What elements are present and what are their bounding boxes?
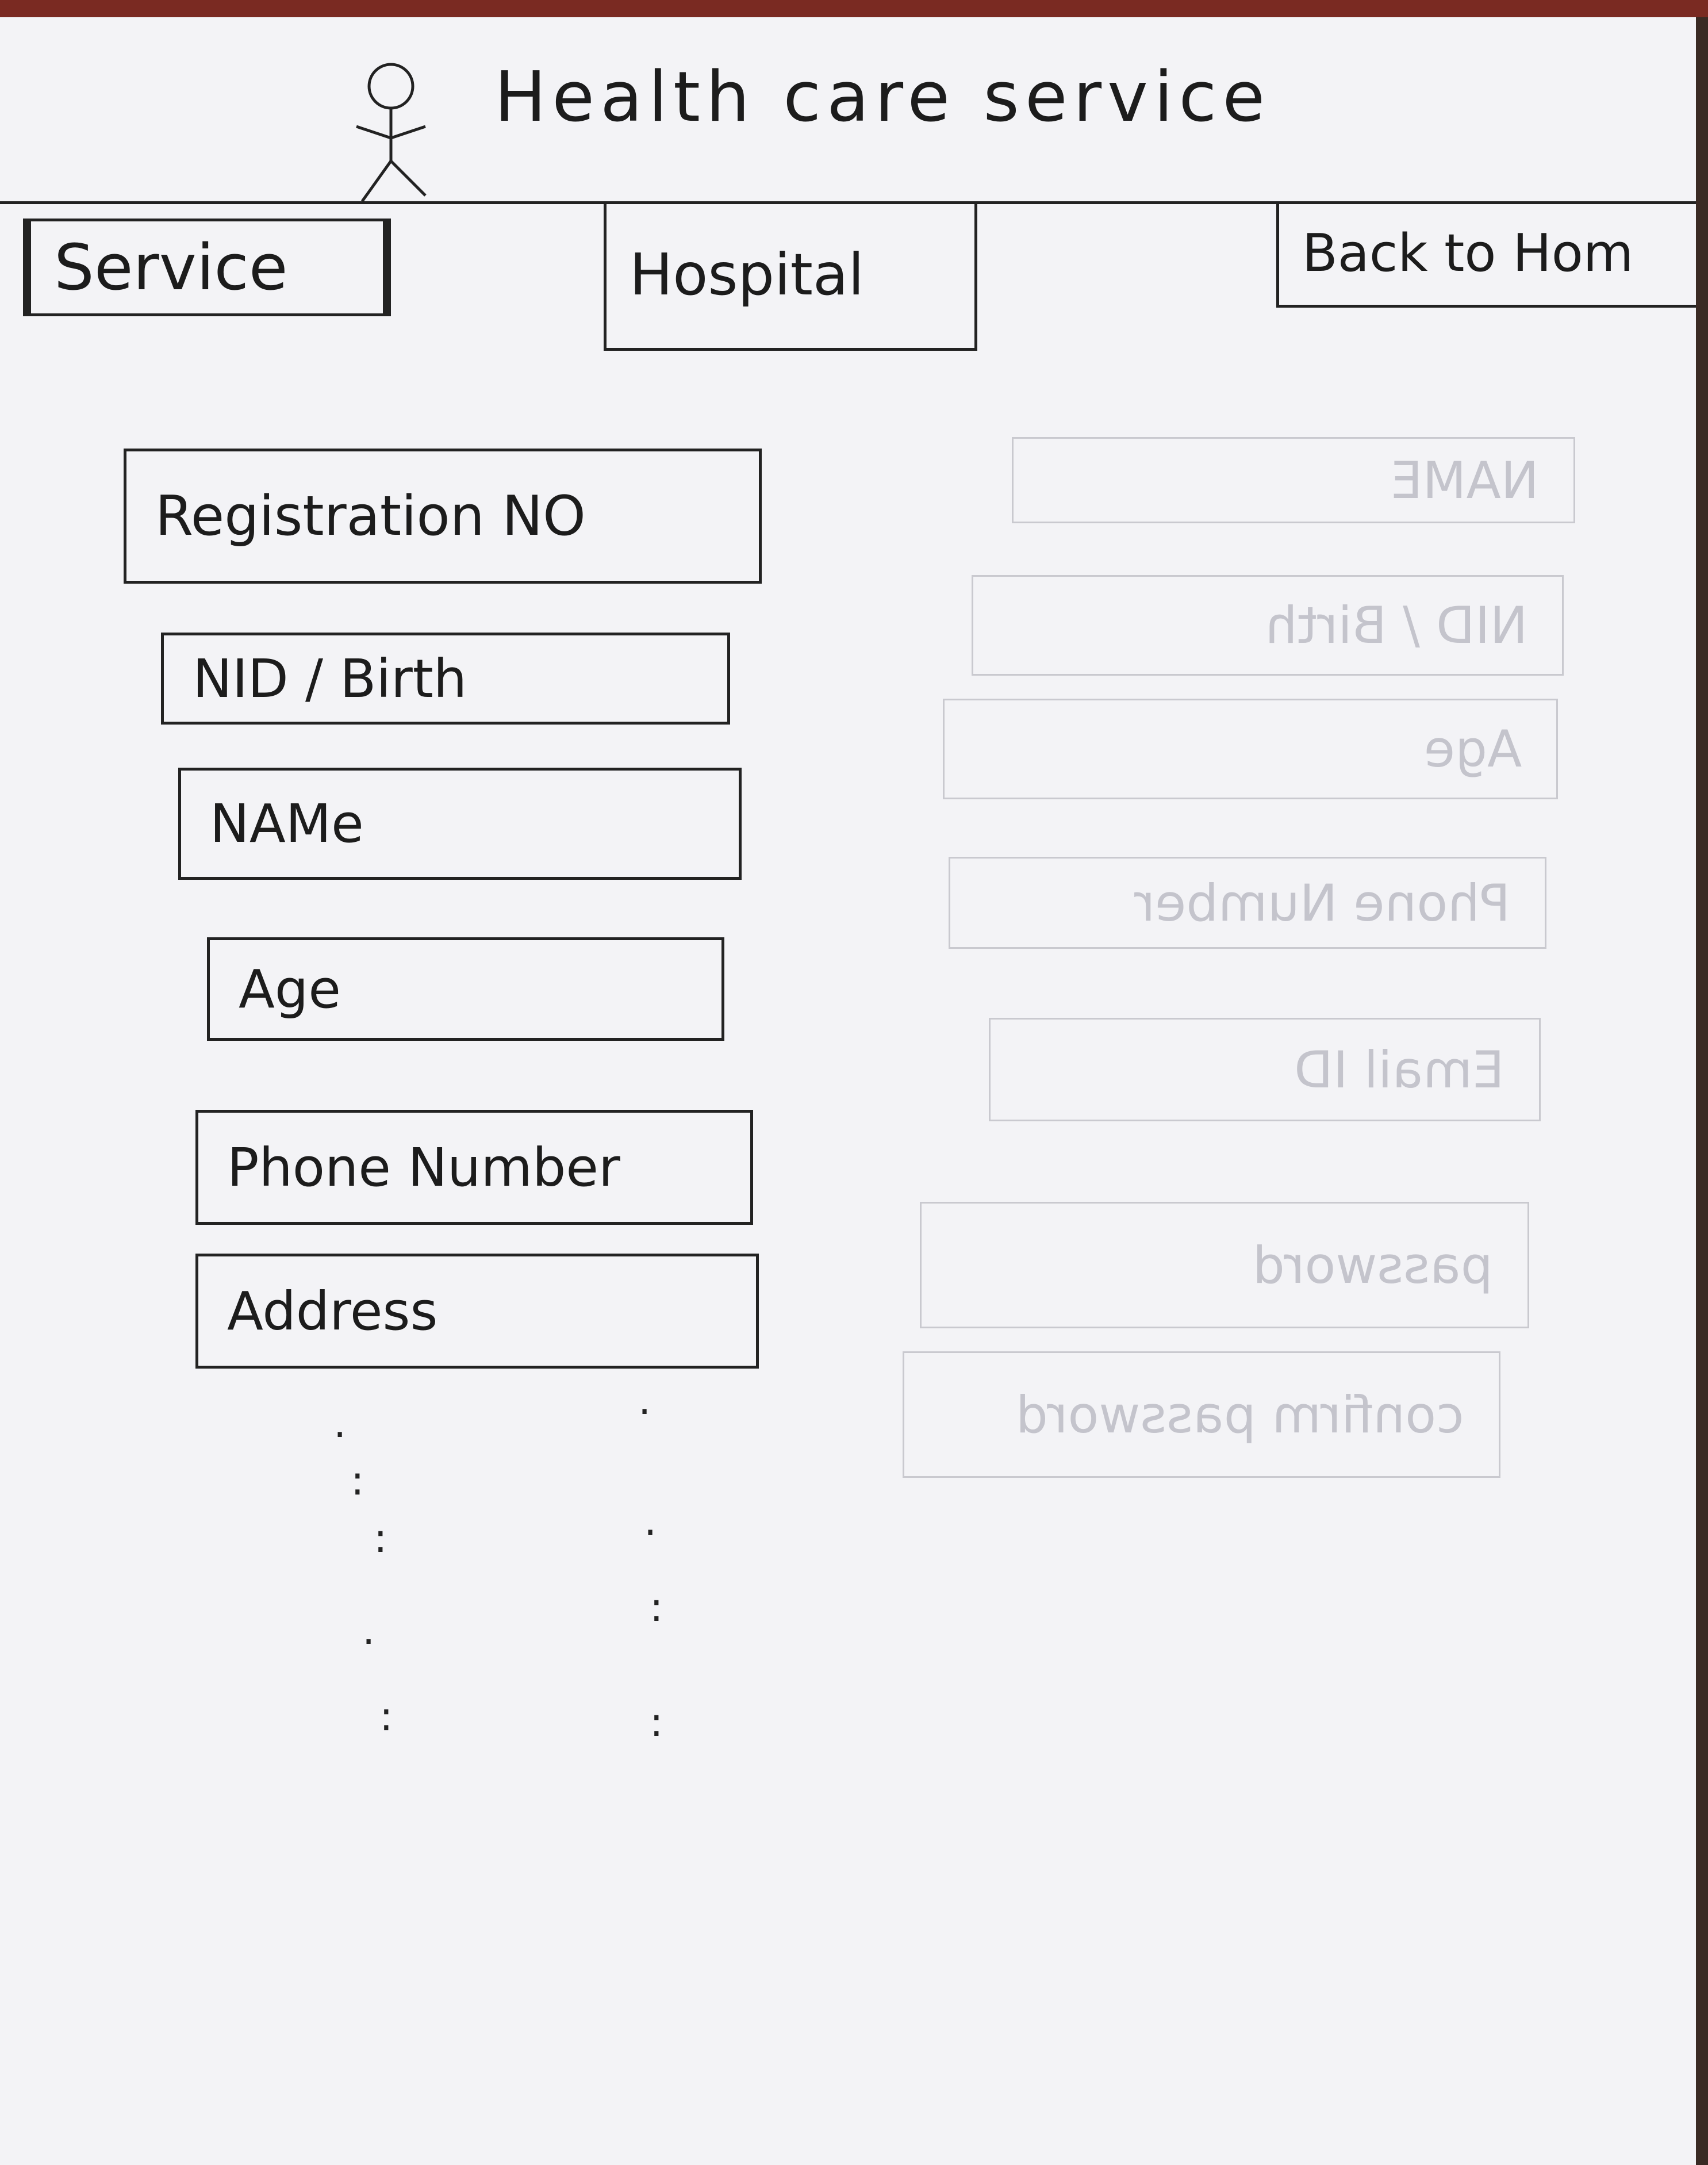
- ghost-age-field: Age: [943, 699, 1558, 799]
- address-field[interactable]: Address: [195, 1254, 759, 1369]
- ghost-label: Email ID: [1294, 1040, 1504, 1099]
- registration-no-field[interactable]: Registration NO: [124, 449, 762, 584]
- continuation-dot: .: [362, 1607, 375, 1654]
- continuation-dot: :: [379, 1693, 393, 1740]
- phone-number-field[interactable]: Phone Number: [195, 1110, 753, 1225]
- ghost-label: NID / Birth: [1265, 596, 1527, 655]
- continuation-dot: :: [650, 1584, 663, 1631]
- continuation-dot: :: [351, 1457, 364, 1504]
- ghost-email-id-field: Email ID: [989, 1018, 1541, 1121]
- ghost-phone-number-field: Phone Number: [949, 857, 1546, 949]
- continuation-dot: .: [644, 1497, 657, 1545]
- ghost-label: confirm password: [1016, 1385, 1464, 1444]
- app-title: Health care service: [494, 58, 1271, 137]
- continuation-dot: .: [333, 1400, 347, 1447]
- continuation-dot: :: [374, 1515, 387, 1562]
- nav-hospital-button[interactable]: Hospital: [604, 201, 977, 351]
- age-field[interactable]: Age: [207, 937, 724, 1041]
- ghost-label: Age: [1423, 719, 1522, 779]
- nav-service-button[interactable]: Service: [23, 219, 391, 316]
- person-stick-figure-icon: [356, 63, 427, 202]
- name-field[interactable]: NAMe: [178, 768, 742, 880]
- ghost-confirm-password-field: confirm password: [903, 1351, 1500, 1478]
- continuation-dot: :: [650, 1699, 663, 1746]
- nav-bar-line: [0, 201, 1696, 204]
- ghost-label: Phone Number: [1134, 873, 1510, 933]
- ghost-nid-birth-field: NID / Birth: [972, 575, 1564, 676]
- ghost-name-field: NAME: [1012, 437, 1575, 523]
- ghost-label: NAME: [1391, 450, 1539, 510]
- page-top-edge: [0, 0, 1708, 17]
- nid-birth-field[interactable]: NID / Birth: [161, 633, 730, 725]
- ghost-password-field: password: [920, 1202, 1529, 1328]
- continuation-dot: .: [638, 1377, 651, 1424]
- header: Health care service: [322, 46, 1472, 202]
- ghost-label: password: [1253, 1235, 1493, 1295]
- back-to-home-button[interactable]: Back to Hom: [1276, 201, 1696, 308]
